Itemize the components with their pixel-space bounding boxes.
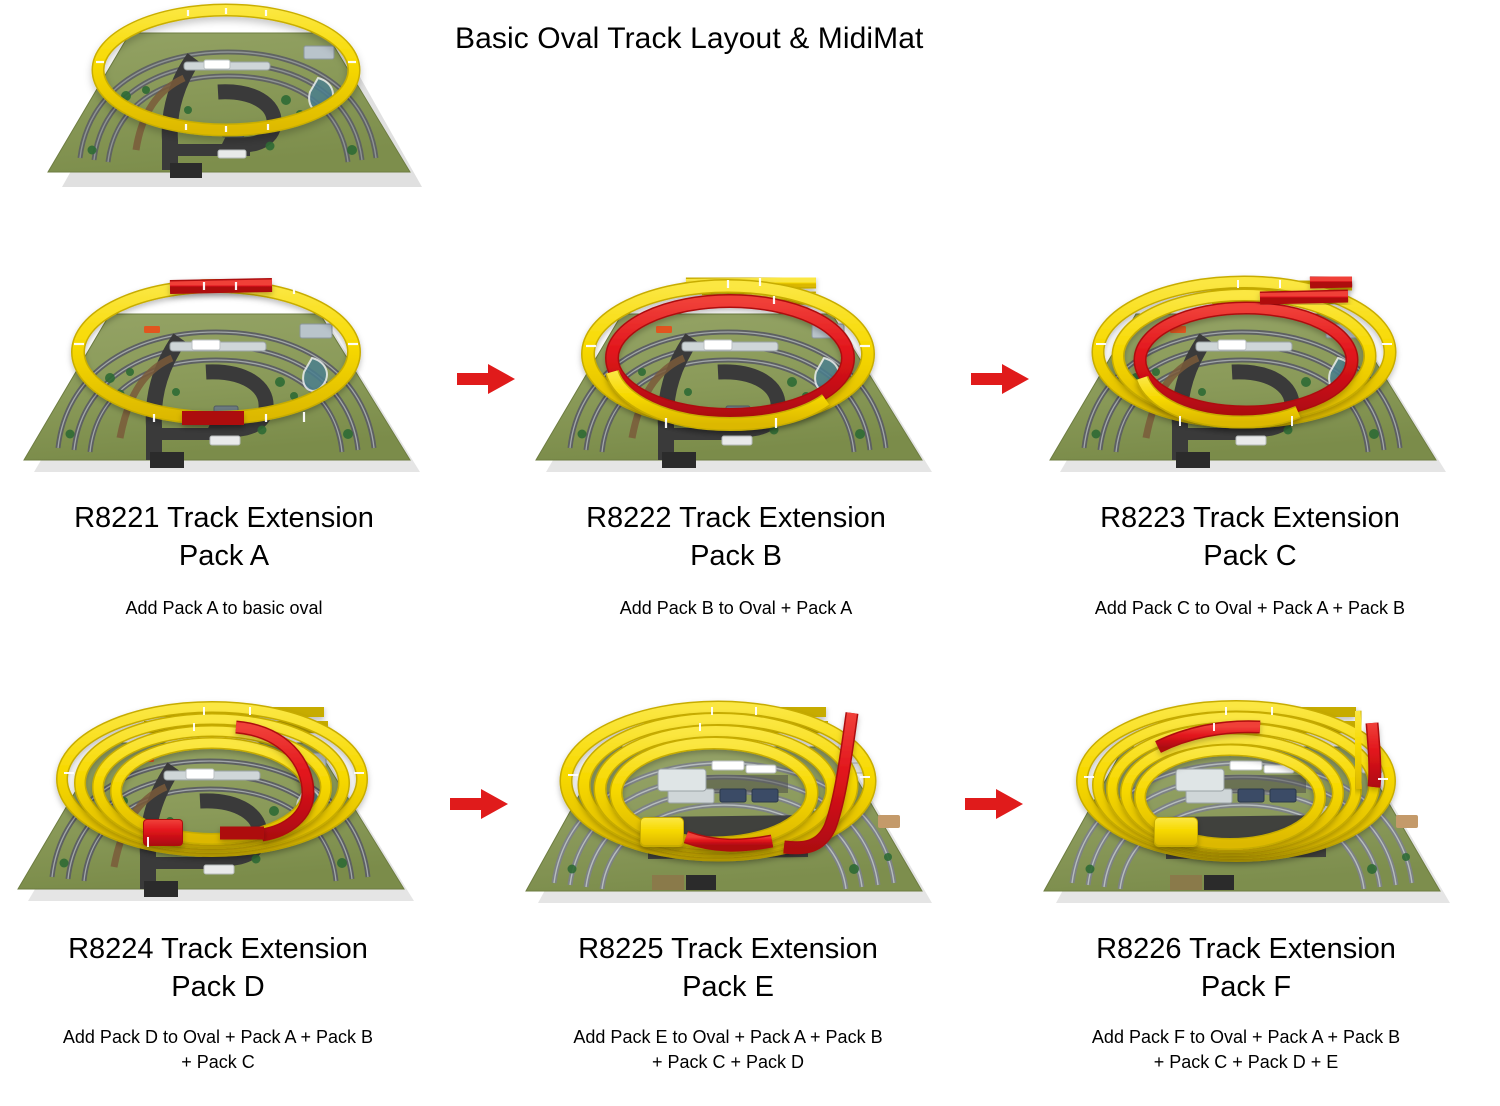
basic-oval-layout-photo	[18, 0, 438, 200]
track-red-pack-d-curve	[235, 720, 315, 842]
pack-title: R8224 Track Extension Pack D	[68, 933, 368, 1004]
layout-illustration-r8226	[1026, 697, 1466, 912]
pack-panel-r8225: R8225 Track Extension Pack E Add Pack E …	[508, 697, 948, 1076]
track-red-straight-top	[1259, 274, 1353, 305]
track-red-pack-e-branch	[683, 712, 859, 855]
track-ring-yellow-5	[1134, 744, 1326, 850]
layout-illustration-r8223	[1030, 272, 1470, 487]
pack-subtitle: Add Pack A to basic oval	[125, 597, 323, 618]
pack-panel-r8224: R8224 Track Extension Pack D Add Pack D …	[0, 697, 438, 1076]
arrow-pack-e-to-f	[965, 787, 1023, 821]
basic-oval-yellow-track	[91, 3, 361, 137]
pack-panel-r8223: R8223 Track Extension Pack C Add Pack C …	[1030, 272, 1470, 621]
layout-illustration-r8225	[508, 697, 948, 912]
layout-illustration-r8224	[0, 697, 438, 912]
pack-title: R8221 Track Extension Pack A	[74, 502, 374, 573]
track-red-pack-f	[1155, 720, 1382, 788]
track-ring-yellow-inner-bottom	[605, 369, 831, 432]
pack-title: R8222 Track Extension Pack B	[586, 502, 886, 573]
track-red-pack-a	[169, 278, 273, 425]
pack-subtitle: Add Pack E to Oval + Pack A + Pack B + P…	[573, 1026, 883, 1073]
track-ring-red-1	[605, 294, 855, 422]
pack-title: R8226 Track Extension Pack F	[1096, 933, 1396, 1004]
layout-illustration-r8221	[4, 272, 444, 487]
track-yellow-point-block	[1154, 817, 1198, 847]
track-red-point-block	[143, 819, 264, 846]
pack-panel-r8222: R8222 Track Extension Pack B Add Pack B …	[516, 272, 956, 621]
pack-subtitle: Add Pack F to Oval + Pack A + Pack B + P…	[1091, 1026, 1401, 1073]
pack-subtitle: Add Pack D to Oval + Pack A + Pack B + P…	[62, 1026, 374, 1073]
arrow-pack-b-to-c	[971, 362, 1029, 396]
track-ring-yellow-inner-bottom	[1135, 375, 1301, 429]
pack-title: R8223 Track Extension Pack C	[1100, 502, 1400, 573]
pack-title: R8225 Track Extension Pack E	[578, 933, 878, 1004]
pack-panel-r8221: R8221 Track Extension Pack A Add Pack A …	[4, 272, 444, 621]
arrow-pack-d-to-e	[450, 787, 508, 821]
track-yellow-point-block	[640, 817, 684, 847]
page-title: Basic Oval Track Layout & MidiMat	[455, 22, 924, 55]
hero-svg	[47, 3, 422, 187]
layout-illustration-r8222	[516, 272, 956, 487]
arrow-pack-a-to-b	[457, 362, 515, 396]
track-yellow-spur-right	[1350, 710, 1366, 790]
track-ring-red-1	[1133, 301, 1359, 419]
pack-subtitle: Add Pack C to Oval + Pack A + Pack B	[1094, 597, 1406, 618]
pack-panel-r8226: R8226 Track Extension Pack F Add Pack F …	[1026, 697, 1466, 1076]
pack-subtitle: Add Pack B to Oval + Pack A	[619, 597, 853, 618]
